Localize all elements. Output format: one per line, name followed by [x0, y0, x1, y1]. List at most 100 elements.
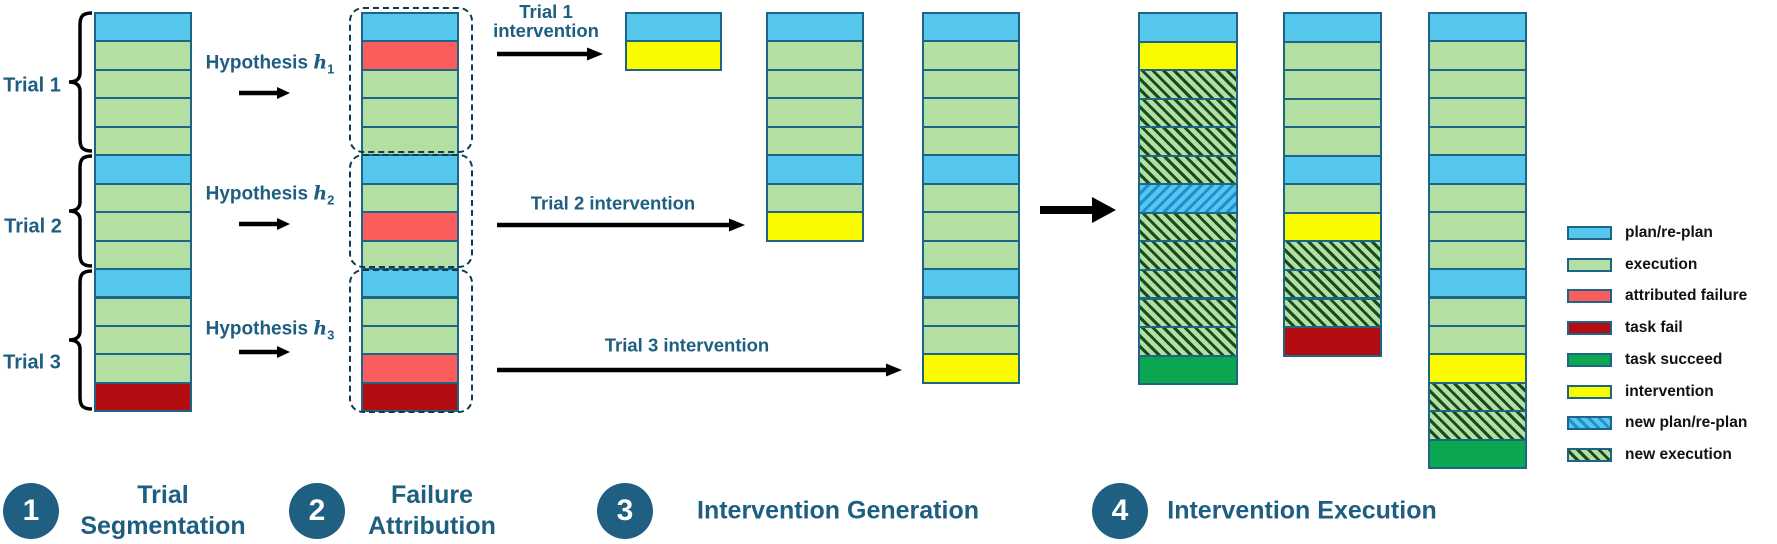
hypothesis-symbol: h	[313, 51, 328, 74]
cell-execution	[922, 97, 1020, 128]
cell-execution	[922, 296, 1020, 327]
cell-new-execution	[1138, 211, 1238, 243]
cell-execution	[922, 182, 1020, 214]
cell-execution	[94, 182, 192, 214]
legend-label: task fail	[1625, 319, 1683, 337]
cell-task-succeed	[1428, 438, 1527, 470]
step-label-line: Failure	[391, 481, 473, 509]
hypothesis-subscript: 1	[327, 61, 335, 77]
cell-intervention	[1138, 40, 1238, 72]
cell-plan	[1428, 154, 1527, 185]
cell-plan	[1283, 12, 1382, 43]
intervention-arrow-head	[587, 47, 603, 61]
cell-attributed-failure	[361, 353, 459, 384]
legend-swatch-task-fail	[1567, 321, 1612, 336]
cell-execution	[1283, 69, 1382, 100]
cell-new-execution	[1138, 126, 1238, 157]
intervention-label-line: Trial 1	[519, 1, 573, 22]
cell-execution	[922, 125, 1020, 157]
legend-swatch-execution	[1567, 257, 1612, 272]
cell-execution	[1283, 183, 1382, 214]
cell-execution	[922, 239, 1020, 271]
cell-execution	[1428, 40, 1527, 71]
intervention-label-line: Trial 3 intervention	[604, 334, 770, 356]
cell-execution	[922, 324, 1020, 356]
cell-attributed-failure	[361, 40, 459, 71]
intervention-arrow-head	[729, 218, 745, 232]
cell-execution	[766, 40, 864, 71]
cell-execution	[766, 182, 864, 214]
cell-plan	[1428, 268, 1527, 299]
cell-execution	[1428, 324, 1527, 356]
cell-intervention	[1283, 211, 1382, 243]
cell-execution	[1428, 182, 1527, 214]
cell-execution	[766, 68, 864, 100]
cell-new-execution	[1283, 268, 1382, 300]
legend-swatch-attributed-failure	[1567, 289, 1612, 304]
hypothesis-subscript: 3	[327, 327, 335, 343]
cell-execution	[94, 324, 192, 356]
cell-plan	[922, 268, 1020, 299]
cell-execution	[1283, 126, 1382, 157]
cell-execution	[94, 296, 192, 327]
legend-swatch-intervention	[1567, 384, 1612, 399]
cell-task-fail	[1283, 326, 1382, 357]
cell-task-fail	[94, 381, 192, 413]
cell-new-execution	[1138, 268, 1238, 300]
trial-brace	[68, 269, 93, 411]
cell-new-plan	[1138, 183, 1238, 214]
hypothesis-arrow-head	[277, 346, 290, 358]
cell-new-execution	[1138, 297, 1238, 329]
cell-intervention	[1428, 353, 1527, 384]
trial-group-box	[349, 154, 473, 268]
cell-execution	[1428, 125, 1527, 157]
cell-new-execution	[1283, 240, 1382, 271]
hypothesis-symbol: h	[313, 317, 328, 340]
cell-plan	[1283, 154, 1382, 186]
trial-group-box	[349, 269, 473, 413]
trial-label: Trial 1	[3, 74, 61, 97]
step-label-line: Attribution	[368, 512, 496, 540]
trial-label: Trial 2	[4, 215, 62, 238]
cell-intervention	[922, 353, 1020, 384]
hypothesis-arrow-head	[277, 87, 290, 99]
cell-execution	[361, 97, 459, 128]
step-circle: 1	[3, 483, 59, 539]
legend-label: new execution	[1625, 445, 1732, 463]
legend-label: plan/re-plan	[1625, 224, 1713, 241]
cell-execution	[922, 40, 1020, 71]
step-label-line: Segmentation	[80, 512, 246, 540]
cell-new-execution	[1283, 297, 1382, 329]
cell-execution	[1428, 97, 1527, 128]
step-label: Intervention Execution	[1167, 496, 1436, 527]
hypothesis-subscript: 2	[327, 192, 335, 208]
step-circle: 2	[289, 483, 345, 539]
cell-new-execution	[1138, 97, 1238, 129]
legend-label: new plan/re-plan	[1625, 414, 1748, 432]
cell-plan	[1138, 12, 1238, 43]
legend-label: execution	[1625, 255, 1698, 273]
step-label-line: Intervention Execution	[1167, 496, 1437, 525]
legend-swatch-new-execution	[1567, 447, 1612, 462]
step-circle: 3	[597, 483, 653, 539]
merge-arrow-head	[1092, 197, 1116, 223]
cell-plan	[766, 154, 864, 185]
cell-new-execution	[1138, 154, 1238, 186]
legend-swatch-new-plan	[1567, 416, 1612, 431]
cell-execution	[922, 211, 1020, 242]
cell-plan	[94, 154, 192, 185]
cell-plan	[625, 12, 722, 43]
cell-execution	[94, 40, 192, 71]
step-label-line: Trial	[137, 481, 189, 509]
cell-new-execution	[1138, 326, 1238, 357]
cell-new-execution	[1138, 69, 1238, 100]
hypothesis-label: Hypothesis h1	[205, 51, 335, 77]
cell-execution	[1428, 296, 1527, 327]
cell-intervention	[625, 40, 722, 71]
cell-plan	[94, 268, 192, 299]
cell-plan	[922, 154, 1020, 185]
